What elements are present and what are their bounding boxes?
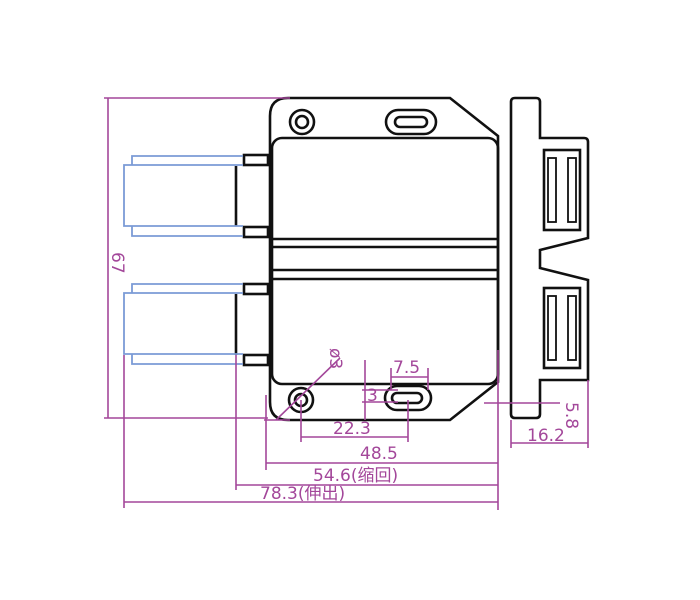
dim-extended-length: 78.3(伸出) [260,484,345,504]
dim-body-length: 48.5 [360,444,398,464]
dimension-lines [104,97,589,510]
plunger-tabs [234,153,270,367]
plunger-lower [123,283,243,365]
dim-hole-spacing: 22.3 [333,419,371,439]
plunger-upper [123,155,243,237]
dim-slot-width: 7.5 [393,358,420,378]
dim-plate-depth: 16.2 [527,426,565,446]
strike-plate [509,96,590,420]
dim-retracted-length: 54.6(缩回) [313,466,398,486]
mounting-hole-top [288,108,316,136]
dim-plate-offset: 5.8 [561,402,581,429]
latch-body [268,96,500,422]
dim-slot-height: 3 [367,386,378,406]
dim-hole-diameter: ø3 [325,348,345,369]
mounting-slot-top [384,108,438,136]
dim-height: 67 [107,252,127,274]
